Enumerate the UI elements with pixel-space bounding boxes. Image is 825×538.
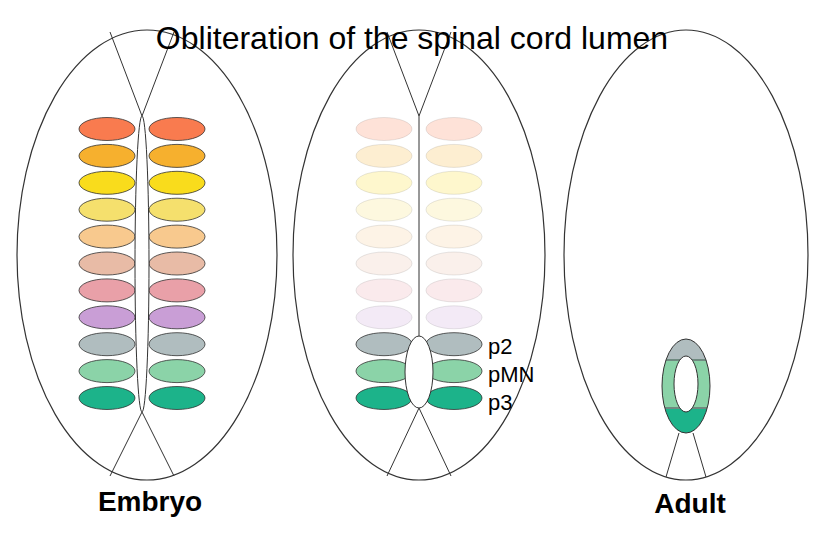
progenitor-domain (356, 360, 412, 383)
progenitor-domain (356, 306, 412, 329)
progenitor-domain (149, 279, 205, 302)
progenitor-domain (79, 360, 135, 383)
midline-line (142, 412, 174, 476)
progenitor-domain (356, 171, 412, 194)
progenitor-domain (426, 360, 482, 383)
progenitor-domain (426, 387, 482, 410)
progenitor-domain (426, 118, 482, 141)
progenitor-domain (149, 333, 205, 356)
midline-line (387, 408, 419, 476)
progenitor-domain (79, 306, 135, 329)
progenitor-domain (356, 118, 412, 141)
domain-label: p2 (488, 336, 512, 358)
progenitor-domain (79, 387, 135, 410)
progenitor-domain (356, 144, 412, 167)
lumen (135, 116, 149, 412)
midline-line (419, 116, 420, 336)
diagram-title: Obliteration of the spinal cord lumen (156, 22, 668, 54)
progenitor-domain (356, 252, 412, 275)
progenitor-domain (79, 333, 135, 356)
midline-line (110, 412, 142, 476)
adult-section (660, 336, 712, 477)
progenitor-domain (79, 279, 135, 302)
midline-line (419, 408, 451, 476)
progenitor-domain (356, 387, 412, 410)
stage-label: Embryo (98, 488, 202, 516)
progenitor-domain (149, 225, 205, 248)
progenitor-domain (356, 198, 412, 221)
progenitor-domain (356, 333, 412, 356)
progenitor-domain (149, 198, 205, 221)
cord-outlines (17, 30, 808, 480)
progenitor-domain (79, 252, 135, 275)
progenitor-domain (426, 252, 482, 275)
progenitor-domain (426, 198, 482, 221)
domain-label: p3 (488, 392, 512, 414)
progenitor-domain (356, 279, 412, 302)
progenitor-domain (149, 252, 205, 275)
progenitor-domain (149, 306, 205, 329)
lumen (405, 336, 433, 408)
progenitor-domain (426, 225, 482, 248)
progenitor-domain (426, 306, 482, 329)
progenitor-domain (79, 198, 135, 221)
stage-label: Adult (654, 490, 726, 518)
progenitor-domain (79, 118, 135, 141)
midline-line (110, 32, 142, 116)
progenitor-domain (356, 225, 412, 248)
progenitor-domain (79, 225, 135, 248)
domain-label: pMN (488, 364, 534, 386)
embryo-section (79, 32, 205, 476)
progenitor-domain (426, 279, 482, 302)
progenitor-domain (149, 360, 205, 383)
progenitor-domain (426, 171, 482, 194)
intermediate-section (356, 32, 482, 476)
progenitor-domain (149, 387, 205, 410)
progenitor-domain (149, 171, 205, 194)
progenitor-domain (79, 171, 135, 194)
progenitor-domain (426, 333, 482, 356)
progenitor-domain (79, 144, 135, 167)
progenitor-domain (149, 144, 205, 167)
progenitor-domain (426, 144, 482, 167)
progenitor-domain (149, 118, 205, 141)
